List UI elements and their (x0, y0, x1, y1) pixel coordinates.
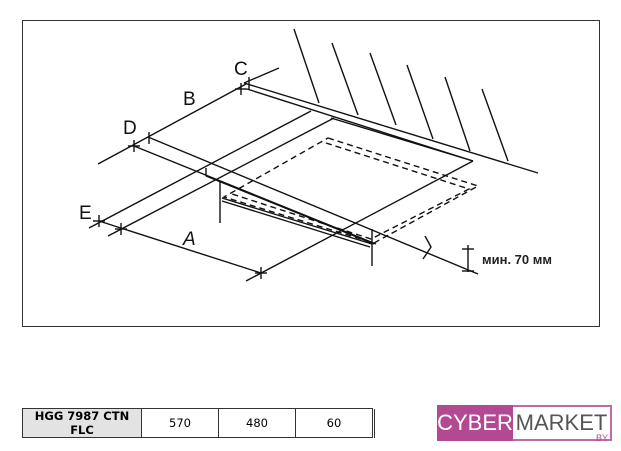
value-cell-c: 60 (295, 408, 373, 438)
installation-diagram: C B D E A мин. 70 мм (22, 20, 600, 327)
label-b: B (183, 89, 196, 110)
hob-installation-drawing (88, 28, 539, 282)
logo-part2-box: MARKET.BY (513, 405, 612, 443)
label-c: C (234, 59, 248, 80)
model-cell: HGG 7987 CTN FLC (22, 408, 142, 438)
logo-part1: CYBER (437, 405, 513, 441)
label-a: A (183, 229, 196, 250)
label-e: E (79, 203, 92, 224)
table-row: HGG 7987 CTN FLC 570 480 60 (22, 408, 375, 438)
wall-hatching (293, 28, 509, 162)
empty-cell (372, 408, 375, 438)
logo-suffix: .BY (593, 433, 608, 443)
label-d: D (123, 118, 137, 139)
dimension-ticks (93, 77, 267, 279)
cybermarket-logo: CYBER MARKET.BY (437, 405, 612, 443)
dimensions-table: HGG 7987 CTN FLC 570 480 60 (22, 408, 375, 438)
min-height-label: мин. 70 мм (482, 252, 552, 267)
logo-part2: MARKET (515, 410, 608, 435)
value-cell-b: 480 (218, 408, 296, 438)
value-cell-a: 570 (141, 408, 219, 438)
